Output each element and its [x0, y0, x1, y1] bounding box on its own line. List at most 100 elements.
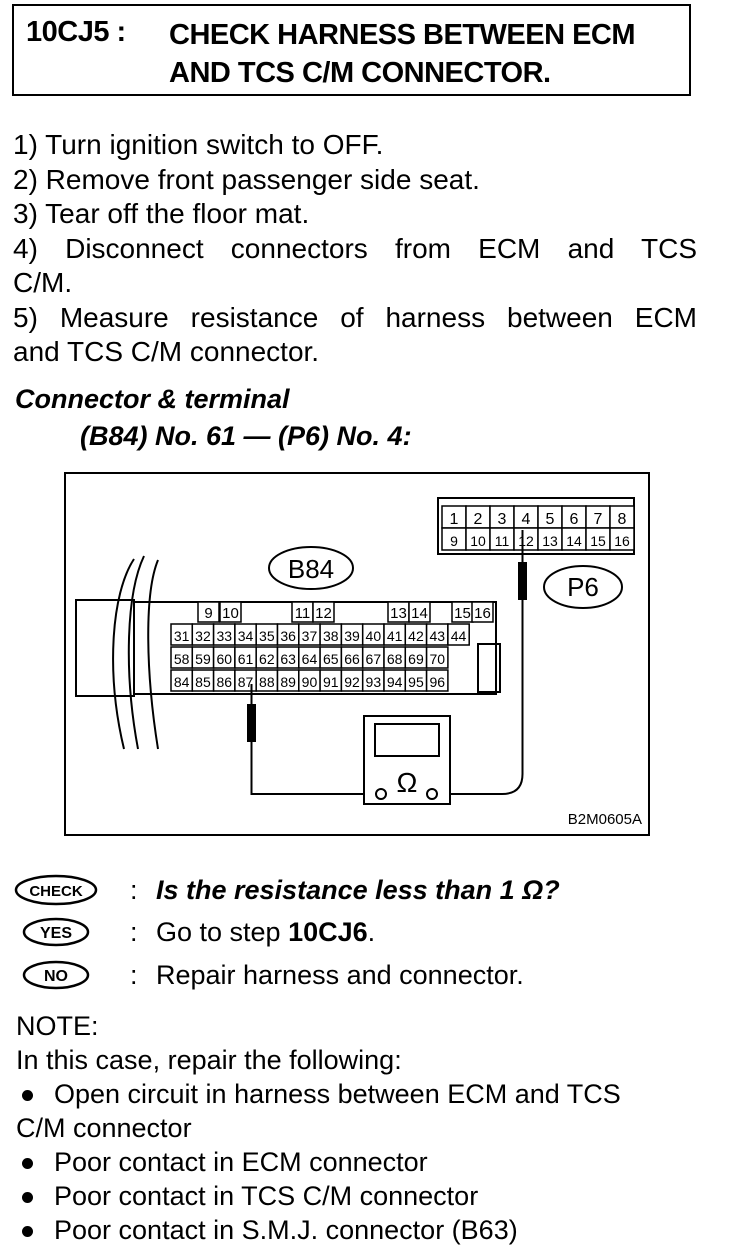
note-section: NOTE: In this case, repair the following… — [16, 1009, 706, 1247]
b84-terminal-60-label: 60 — [216, 651, 232, 667]
p6-terminal-3: 3 — [489, 505, 515, 529]
b84-terminal-92-label: 92 — [344, 674, 360, 690]
b84-terminal-10-label: 10 — [222, 605, 239, 622]
b84-terminal-62-label: 62 — [259, 651, 275, 667]
b84-terminal-15-label: 15 — [454, 605, 471, 622]
b84-terminal-65: 65 — [319, 646, 343, 669]
b84-terminal-16-label: 16 — [474, 605, 491, 622]
b84-terminal-44: 44 — [447, 623, 470, 646]
b84-terminal-95: 95 — [404, 669, 428, 692]
lead-right — [434, 600, 524, 795]
b84-terminal-69-label: 69 — [408, 651, 424, 667]
b84-terminal-92: 92 — [340, 669, 364, 692]
harness-curve-3 — [147, 559, 159, 750]
p6-terminal-14: 14 — [561, 527, 587, 551]
p6-terminal-6: 6 — [561, 505, 587, 529]
note-intro: In this case, repair the following: — [16, 1045, 402, 1075]
b84-terminal-66: 66 — [340, 646, 364, 669]
b84-terminal-88-label: 88 — [259, 674, 275, 690]
p6-terminal-5-label: 5 — [546, 511, 555, 528]
b84-terminal-31: 31 — [170, 623, 194, 646]
p6-terminal-15-label: 15 — [590, 533, 606, 549]
b84-terminal-87: 87 — [234, 669, 257, 692]
p6-terminal-7: 7 — [585, 505, 611, 529]
b84-terminal-84-label: 84 — [174, 674, 190, 690]
b84-terminal-67: 67 — [361, 646, 385, 669]
b84-terminal-40-label: 40 — [366, 628, 382, 644]
note-title: NOTE: — [16, 1011, 99, 1041]
b84-terminal-43-label: 43 — [429, 628, 445, 644]
check-row: CHECK : Is the resistance less than 1 Ω? — [14, 873, 714, 909]
b84-terminal-94-label: 94 — [387, 674, 403, 690]
b84-terminal-66-label: 66 — [344, 651, 360, 667]
b84-terminal-37-label: 37 — [302, 628, 318, 644]
b84-terminal-62: 62 — [255, 646, 279, 669]
b84-terminal-34: 34 — [234, 623, 257, 646]
probe-left — [247, 704, 256, 742]
p6-terminal-11-label: 11 — [495, 533, 510, 549]
b84-terminal-15: 15 — [451, 601, 474, 623]
b84-terminal-89-label: 89 — [280, 674, 296, 690]
p6-terminal-11: 11 — [489, 527, 515, 551]
b84-terminal-38: 38 — [319, 623, 343, 646]
check-question: Is the resistance less than 1 Ω? — [156, 875, 560, 905]
b84-terminal-44-label: 44 — [451, 628, 467, 644]
b84-terminal-36-label: 36 — [280, 628, 296, 644]
b84-terminal-65-label: 65 — [323, 651, 339, 667]
b84-terminal-35: 35 — [255, 623, 279, 646]
lead-left — [250, 742, 378, 795]
b84-terminal-91: 91 — [319, 669, 343, 692]
p6-terminal-5: 5 — [537, 505, 563, 529]
p6-label-oval — [543, 565, 623, 609]
b84-terminal-9: 9 — [197, 601, 220, 623]
b84-terminal-61-label: 61 — [238, 651, 254, 667]
p6-terminal-16-label: 16 — [614, 533, 630, 549]
note-item-3-text: Poor contact in TCS C/M connector — [54, 1181, 479, 1211]
p6-terminal-9: 9 — [441, 527, 467, 551]
procedure-step-5-cont: and TCS C/M connector. — [13, 336, 320, 367]
b84-terminal-93-label: 93 — [366, 674, 382, 690]
p6-terminal-14-label: 14 — [566, 533, 582, 549]
b84-terminal-87-label: 87 — [238, 674, 254, 690]
b84-label-oval — [268, 546, 354, 590]
b84-terminal-59-label: 59 — [195, 651, 211, 667]
note-item-4: Poor contact in S.M.J. connector (B63) — [16, 1213, 706, 1247]
b84-terminal-9-label: 9 — [204, 605, 212, 622]
b84-terminal-88: 88 — [255, 669, 279, 692]
procedure-step-3: 3) Tear off the floor mat. — [13, 198, 310, 229]
check-colon: : — [130, 875, 138, 905]
figure-code: B2M0605A — [568, 811, 642, 828]
b84-terminal-32: 32 — [191, 623, 215, 646]
b84-terminal-95-label: 95 — [408, 674, 424, 690]
b84-terminal-37: 37 — [298, 623, 321, 646]
yes-badge: YES — [22, 917, 90, 947]
p6-terminal-2-label: 2 — [474, 511, 483, 528]
step-id: 10CJ5 : — [26, 16, 126, 48]
b84-terminal-63: 63 — [276, 646, 300, 669]
b84-terminal-32-label: 32 — [195, 628, 211, 644]
b84-terminal-85-label: 85 — [195, 674, 211, 690]
b84-terminal-89: 89 — [276, 669, 300, 692]
b84-terminal-11: 11 — [291, 601, 314, 623]
p6-terminal-1: 1 — [441, 505, 467, 529]
b84-terminal-39-label: 39 — [344, 628, 360, 644]
step-title-line-2: AND TCS C/M CONNECTOR. — [169, 57, 551, 89]
b84-terminal-94: 94 — [383, 669, 407, 692]
connector-terminal-title: Connector & terminal — [15, 384, 290, 414]
procedure-step-5: 5) Measure resistance of harness between… — [13, 301, 697, 333]
b84-terminal-43: 43 — [425, 623, 449, 646]
b84-terminal-16: 16 — [471, 601, 494, 623]
no-badge: NO — [22, 960, 90, 990]
b84-terminal-86: 86 — [212, 669, 236, 692]
harness-curve-1 — [112, 558, 135, 750]
b84-terminal-39: 39 — [340, 623, 364, 646]
b84-terminal-96-label: 96 — [429, 674, 445, 690]
b84-terminal-68: 68 — [383, 646, 407, 669]
b84-terminal-33: 33 — [212, 623, 236, 646]
b84-terminal-68-label: 68 — [387, 651, 403, 667]
b84-terminal-63-label: 63 — [280, 651, 296, 667]
b84-terminal-42: 42 — [404, 623, 428, 646]
